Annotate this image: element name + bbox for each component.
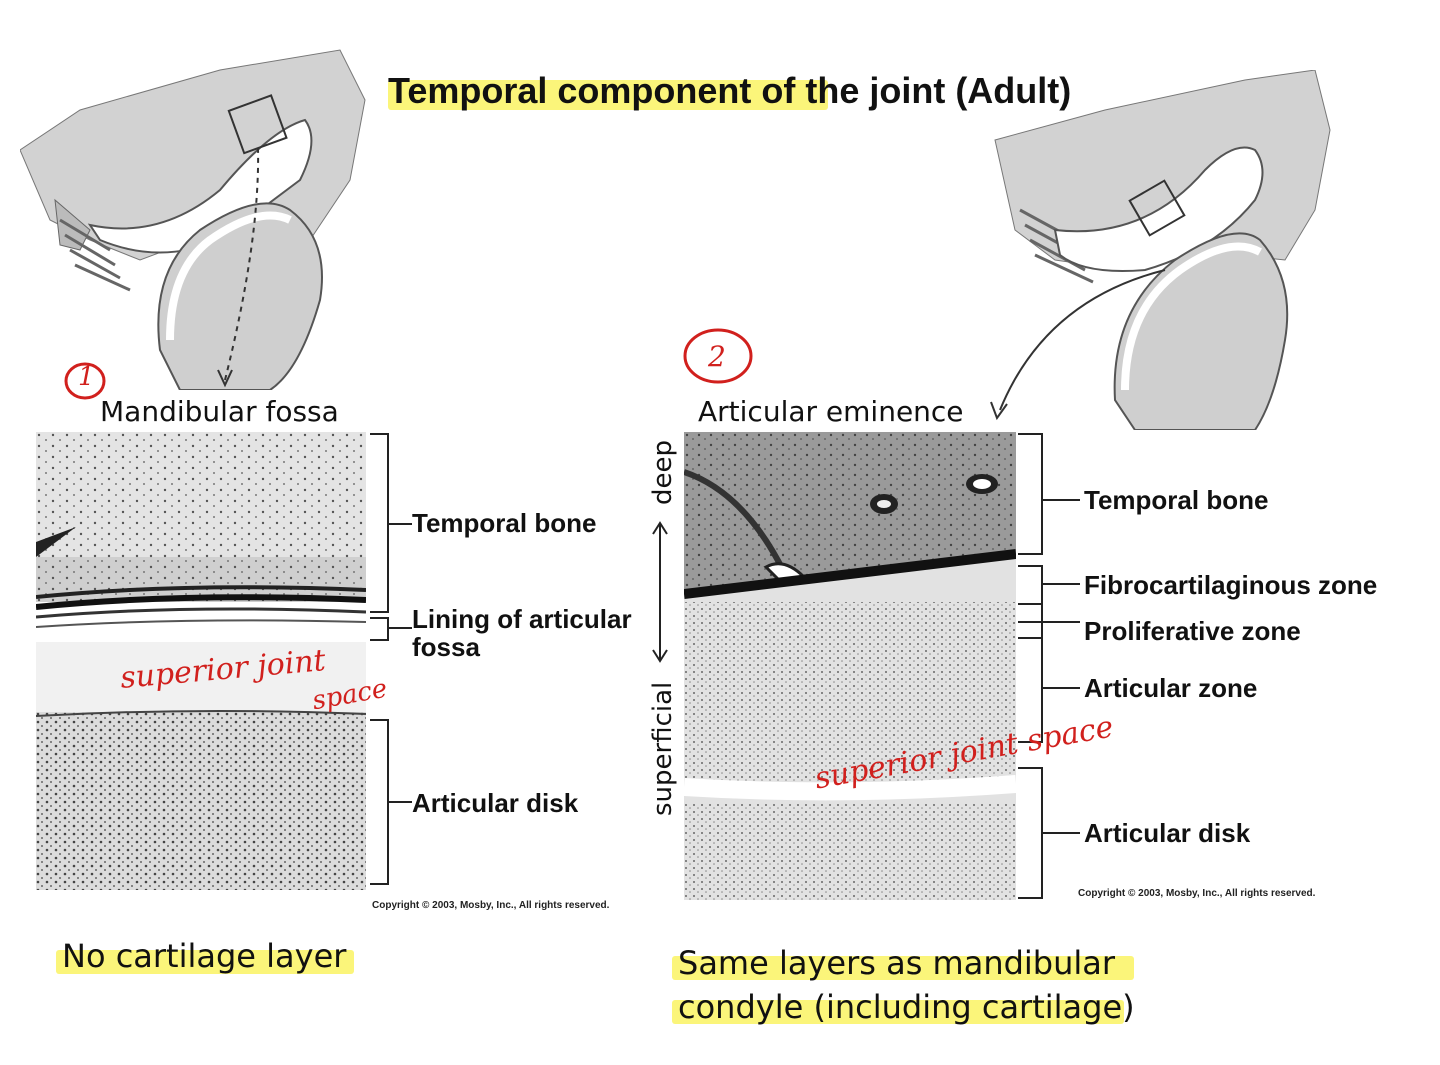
left-label-temporal-bone: Temporal bone xyxy=(412,508,597,538)
left-brackets xyxy=(370,433,412,885)
step-1-number: 1 xyxy=(78,362,95,392)
right-label-fibrocartilaginous-zone: Fibrocartilaginous zone xyxy=(1084,570,1378,600)
right-bottom-highlight-1 xyxy=(672,956,1134,980)
left-caption: Mandibular fossa xyxy=(100,395,339,428)
axis-double-arrow xyxy=(652,521,668,663)
left-bottom-highlight xyxy=(56,950,354,974)
right-bottom-highlight-2 xyxy=(672,1000,1124,1024)
right-copyright: Copyright © 2003, Mosby, Inc., All right… xyxy=(1078,888,1316,899)
right-bottom-note-line1: Same layers as mandibular xyxy=(678,944,1116,982)
title-highlight xyxy=(388,80,828,110)
right-label-articular-disk: Articular disk xyxy=(1084,818,1251,848)
axis-deep-label: deep xyxy=(648,440,678,505)
right-brackets xyxy=(1018,433,1080,899)
right-micrograph xyxy=(684,432,1016,900)
right-label-proliferative-zone: Proliferative zone xyxy=(1084,616,1301,646)
right-joint-illustration xyxy=(990,70,1331,430)
right-label-temporal-bone: Temporal bone xyxy=(1084,485,1269,515)
page-title: Temporal component of the joint (Adult) xyxy=(388,70,1072,111)
left-joint-illustration xyxy=(20,49,366,390)
left-copyright: Copyright © 2003, Mosby, Inc., All right… xyxy=(372,900,610,911)
axis-superficial-label: superficial xyxy=(648,681,678,816)
step-1-circle xyxy=(64,362,106,400)
left-micrograph xyxy=(36,432,366,890)
right-label-articular-zone: Articular zone xyxy=(1084,673,1258,703)
right-bottom-note-line2: condyle (including cartilage) xyxy=(678,988,1135,1026)
left-bottom-note: No cartilage layer xyxy=(62,937,347,975)
step-2-number: 2 xyxy=(708,340,726,373)
step-2-circle xyxy=(683,328,753,384)
left-label-lining-line1: Lining of articular xyxy=(412,604,632,634)
left-label-lining-line2: fossa xyxy=(412,632,480,662)
right-caption: Articular eminence xyxy=(698,395,964,428)
left-label-articular-disk: Articular disk xyxy=(412,788,579,818)
